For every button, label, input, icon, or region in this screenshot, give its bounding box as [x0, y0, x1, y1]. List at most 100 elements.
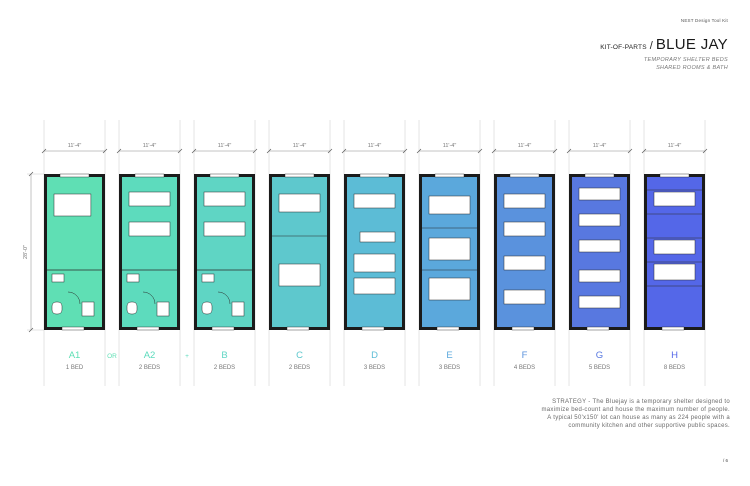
- bed: [578, 213, 621, 227]
- unit-label: E: [446, 350, 452, 361]
- width-dimension-label: 11'-4": [143, 143, 157, 149]
- unit-label: G: [596, 350, 603, 361]
- title-row: KIT-OF-PARTS / BLUE JAY: [600, 36, 728, 53]
- bed: [359, 231, 396, 243]
- bed: [503, 221, 546, 237]
- bed: [578, 295, 621, 309]
- dimension-tick: [477, 148, 483, 154]
- window: [659, 173, 690, 178]
- kit-label: NEST Design Tool Kit: [680, 18, 728, 23]
- dimension-tick: [702, 148, 708, 154]
- window: [134, 173, 165, 178]
- window: [284, 173, 315, 178]
- dimension-tick: [327, 148, 333, 154]
- door-opening: [586, 326, 610, 331]
- dimension-tick: [28, 327, 34, 333]
- dimension-tick: [116, 148, 122, 154]
- title-prefix: KIT-OF-PARTS: [600, 44, 647, 51]
- strategy-line-1: STRATEGY - The Bluejay is a temporary sh…: [552, 399, 730, 405]
- bed-count-label: 3 BEDS: [364, 365, 385, 371]
- dimension-tick: [552, 148, 558, 154]
- strategy-line-2: maximize bed-count and house the maximum…: [541, 407, 730, 413]
- bed: [578, 269, 621, 283]
- strategy-line-4: community kitchen and other supportive p…: [568, 423, 730, 429]
- unit-C: 11'-4" C 2 BEDS: [266, 120, 333, 386]
- toilet: [51, 301, 63, 315]
- bed-count-label: 5 BEDS: [589, 365, 610, 371]
- connector-label: +: [185, 353, 189, 360]
- window: [434, 173, 465, 178]
- subtitle-line-1: TEMPORARY SHELTER BEDS: [643, 57, 728, 63]
- width-dimension-label: 11'-4": [518, 143, 532, 149]
- unit-label: C: [296, 350, 303, 361]
- window: [509, 173, 540, 178]
- bed-count-label: 4 BEDS: [514, 365, 535, 371]
- bed: [53, 193, 92, 217]
- bed: [428, 237, 471, 261]
- dimension-tick: [28, 171, 34, 177]
- bed: [203, 221, 246, 237]
- door-opening: [361, 326, 385, 331]
- dimension-tick: [416, 148, 422, 154]
- door-opening: [211, 326, 235, 331]
- sink: [126, 273, 140, 283]
- bed: [503, 193, 546, 209]
- bed: [428, 277, 471, 301]
- dimension-tick: [41, 148, 47, 154]
- width-dimension-label: 11'-4": [218, 143, 232, 149]
- door-opening: [436, 326, 460, 331]
- bed: [578, 187, 621, 201]
- dimension-tick: [102, 148, 108, 154]
- dimension-tick: [341, 148, 347, 154]
- unit-E: 11'-4"E3 BEDS: [416, 120, 483, 386]
- connector-label: OR: [107, 353, 117, 360]
- width-dimension-label: 11'-4": [293, 143, 307, 149]
- door-opening: [511, 326, 535, 331]
- unit-label: F: [522, 350, 528, 361]
- window: [59, 173, 90, 178]
- bed: [578, 239, 621, 253]
- width-dimension-label: 11'-4": [593, 143, 607, 149]
- title-slash: /: [649, 40, 653, 52]
- door-swing: [142, 291, 156, 305]
- unit-B: 11'-4"B2 BEDS: [191, 120, 258, 386]
- bed: [278, 193, 321, 213]
- bed: [653, 263, 696, 281]
- unit-A2: 11'-4"A22 BEDS+: [116, 120, 189, 386]
- height-dimension-label: 28'-0": [23, 245, 29, 259]
- toilet: [126, 301, 138, 315]
- bed-count-label: 2 BEDS: [289, 365, 310, 371]
- page-number: / 6: [722, 458, 728, 463]
- dimension-tick: [402, 148, 408, 154]
- door-opening: [61, 326, 85, 331]
- bed: [203, 191, 246, 207]
- unit-F: 11'-4" F 4 BEDS: [491, 120, 558, 386]
- window: [359, 173, 390, 178]
- dimension-tick: [177, 148, 183, 154]
- door-swing: [217, 291, 231, 305]
- bed: [353, 277, 396, 295]
- unit-label: H: [671, 350, 678, 361]
- bed: [503, 255, 546, 271]
- dimension-tick: [627, 148, 633, 154]
- toilet: [201, 301, 213, 315]
- unit-H: 11'-4"H8 BEDS: [641, 120, 708, 386]
- shower: [81, 301, 95, 317]
- bed: [428, 195, 471, 215]
- window: [209, 173, 240, 178]
- sink: [51, 273, 65, 283]
- unit-G: 11'-4" G 5 BEDS: [566, 120, 633, 386]
- bed-count-label: 2 BEDS: [139, 365, 160, 371]
- shower: [231, 301, 245, 317]
- dimension-tick: [566, 148, 572, 154]
- unit-label: B: [221, 350, 227, 361]
- bed-count-label: 1 BED: [66, 365, 84, 371]
- page-title: BLUE JAY: [655, 36, 728, 53]
- dimension-tick: [266, 148, 272, 154]
- bed-count-label: 8 BEDS: [664, 365, 685, 371]
- bed: [653, 239, 696, 255]
- sink: [201, 273, 215, 283]
- bed: [128, 191, 171, 207]
